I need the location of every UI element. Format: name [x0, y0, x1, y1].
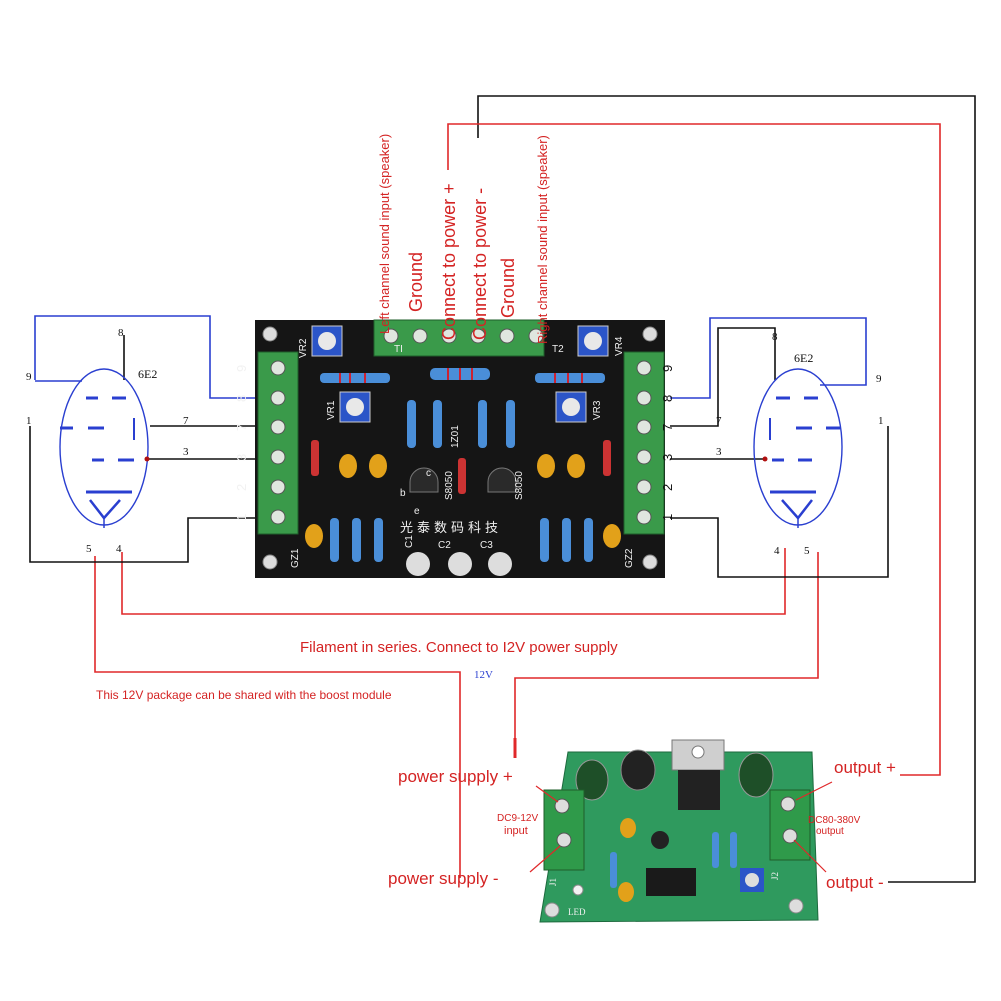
left-terminal-number-1: 1: [234, 514, 249, 521]
boost-output-label: output: [816, 826, 844, 837]
label-connect-power-minus: Connect to power -: [470, 188, 490, 340]
label-left-sound-input: Left channel sound input (speaker): [377, 134, 392, 334]
black-wire-left-p1: [29, 426, 260, 563]
right-tube-pin-9: 9: [876, 373, 882, 385]
diodes: [311, 440, 611, 494]
silk-e: e: [414, 506, 420, 517]
left-terminal-number-9: 9: [234, 365, 249, 372]
vertical-resistors: [330, 400, 593, 562]
boost-input-rating: DC9-12V: [497, 813, 538, 824]
left-tube-pin-5: 5: [86, 543, 92, 555]
horizontal-resistors: [320, 368, 605, 383]
right-tube-pin-1: 1: [878, 415, 884, 427]
boost-j1-label: J1: [548, 878, 558, 886]
right-tube-pin-5: 5: [804, 545, 810, 557]
red-wire-filament: [121, 548, 786, 615]
left-tube-pin-3: 3: [183, 446, 189, 458]
silk-vr1: VR1: [326, 400, 337, 420]
right-tube-pin-4: 4: [774, 545, 780, 557]
boost-j2-label: J2: [770, 872, 780, 880]
right-terminal-number-9: 9: [660, 365, 675, 372]
black-wire-right-p7: [670, 327, 776, 427]
right-terminal-number-8: 8: [660, 395, 675, 402]
right-tube-model: 6E2: [794, 351, 813, 365]
left-tube-pin-8: 8: [118, 327, 124, 339]
left-tube-model: 6E2: [138, 367, 157, 381]
label-ground-1: Ground: [406, 252, 426, 312]
right-tube-pin-7: 7: [716, 415, 722, 427]
red-wire-filament-return: [94, 556, 461, 878]
output-plus-label: output +: [834, 758, 896, 777]
left-tube-pin-9: 9: [26, 371, 32, 383]
black-wire-right-p1: [670, 426, 889, 578]
right-tube-pin-3: 3: [716, 446, 722, 458]
silk-ic1: 1Z01: [450, 425, 461, 448]
boost-input-label: input: [504, 825, 528, 837]
output-minus-label: output -: [826, 873, 884, 892]
silk-gz1: GZ1: [290, 548, 301, 568]
silk-s2: S8050: [514, 471, 525, 500]
left-terminal-block: [257, 351, 299, 535]
silk-gz2: GZ2: [624, 548, 635, 568]
silk-t2: T2: [552, 344, 564, 355]
left-tube-pin-7: 7: [183, 415, 189, 427]
right-terminal-number-7: 7: [660, 424, 675, 431]
main-board: 9 8 7 3 2 1 9 8 7 3 2 1: [234, 319, 675, 578]
left-terminal-number-3: 3: [234, 454, 249, 461]
filament-label: Filament in series. Connect to I2V power…: [300, 639, 618, 656]
label-ground-2: Ground: [498, 258, 518, 318]
12v-label: 12V: [474, 669, 493, 681]
board-pcb: [255, 320, 665, 578]
left-tube-pin-4: 4: [116, 543, 122, 555]
transistors: [409, 467, 517, 493]
left-terminal-number-7: 7: [234, 424, 249, 431]
trimmer-pots: [311, 325, 609, 423]
label-right-sound-input: Right channel sound input (speaker): [535, 135, 550, 344]
silk-c3: C3: [480, 540, 493, 551]
blue-wire-left-p9: [34, 315, 260, 399]
ceramic-capacitors: [305, 454, 621, 548]
silk-c2: C2: [438, 540, 451, 551]
silk-chinese: 光泰数码科技: [400, 520, 502, 535]
right-tube-pin-8: 8: [772, 331, 778, 343]
silk-vr2: VR2: [298, 338, 309, 358]
silk-vr3: VR3: [592, 400, 603, 420]
left-tube-envelope: [59, 368, 149, 526]
right-tube: 6E2 8 9 7 1 3 4 5: [716, 331, 884, 557]
boost-output-rating: DC80-380V: [808, 815, 861, 826]
wires: [29, 95, 976, 883]
right-terminal-number-1: 1: [660, 514, 675, 521]
shared-note: This 12V package can be shared with the …: [96, 688, 392, 702]
electrolytic-capacitors: [406, 552, 512, 576]
silk-s1: S8050: [444, 471, 455, 500]
red-wire-12v: [514, 552, 819, 748]
boost-leaders: [513, 738, 833, 873]
blue-wire-right-p9: [670, 317, 867, 399]
red-wire-hv-plus: [447, 123, 941, 776]
left-terminal-number-2: 2: [234, 484, 249, 491]
top-terminal-block: [373, 319, 545, 357]
silk-c: c: [426, 468, 431, 479]
silk-vr4: VR4: [614, 336, 625, 356]
left-tube-pin-1: 1: [26, 415, 32, 427]
black-wire-hv-minus: [477, 95, 976, 883]
label-connect-power-plus: Connect to power +: [439, 183, 459, 340]
silk-b: b: [400, 488, 406, 499]
left-tube: 6E2 9 8 1 7 3 5 4: [26, 327, 189, 555]
right-terminal-block: [623, 351, 665, 535]
right-terminal-number-2: 2: [660, 484, 675, 491]
right-terminal-number-3: 3: [660, 454, 675, 461]
top-labels: Left channel sound input (speaker) Groun…: [377, 134, 550, 344]
left-terminal-number-8: 8: [234, 395, 249, 402]
power-supply-plus-label: power supply +: [398, 767, 513, 786]
right-tube-envelope: [753, 368, 843, 526]
power-supply-minus-label: power supply -: [388, 869, 499, 888]
silk-t1: TI: [394, 344, 403, 355]
boost-module: LED J1 J2 DC9-12V input DC80-380V output: [497, 739, 861, 923]
boost-led-label: LED: [568, 907, 586, 917]
silk-c1: C1: [404, 535, 415, 548]
